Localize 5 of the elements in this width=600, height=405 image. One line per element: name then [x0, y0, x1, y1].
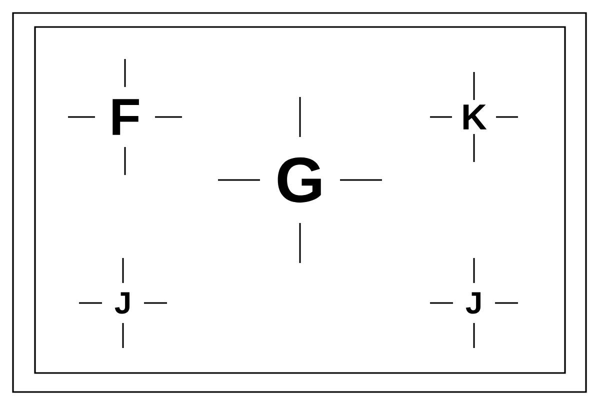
point-label: K	[463, 104, 487, 130]
point-label: F	[112, 99, 139, 135]
point-label: J	[466, 292, 480, 314]
point-label: G	[278, 157, 321, 203]
point-label: J	[114, 292, 130, 314]
